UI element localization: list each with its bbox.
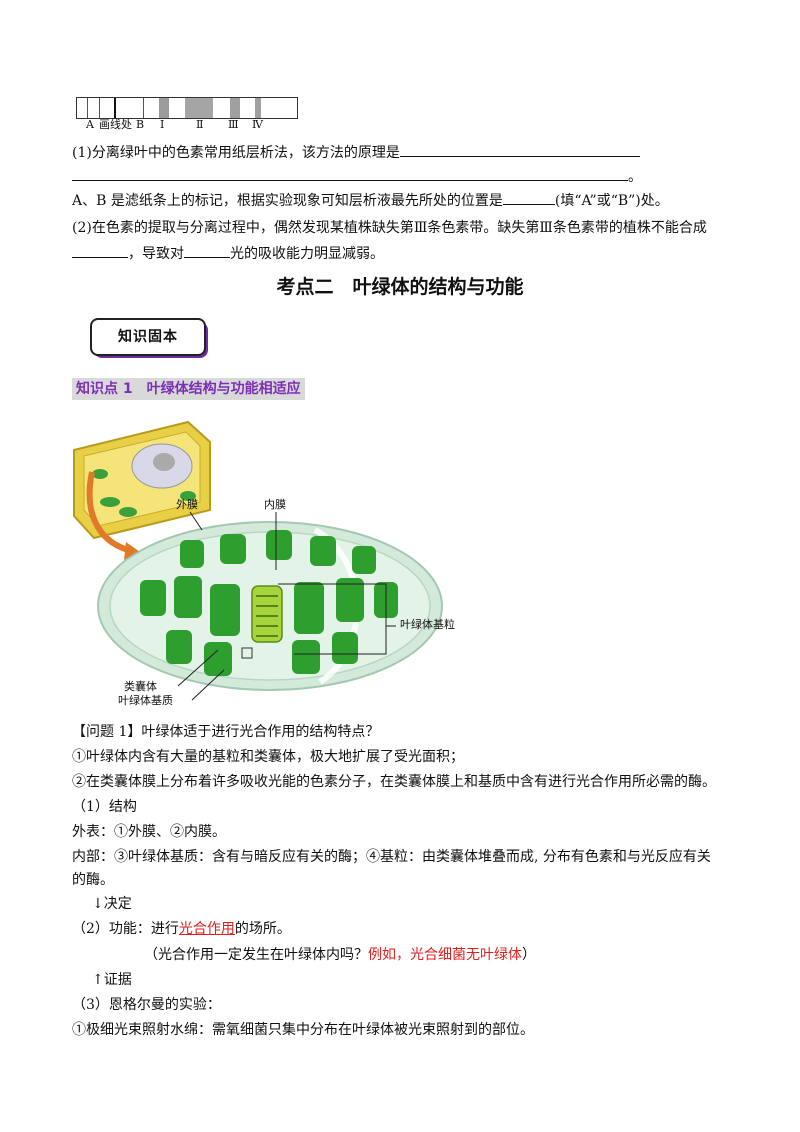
inner-structure-1: 内部：③叶绿体基质：含有与暗反应有关的酶；④基粒：由类囊体堆叠而成, 分布有色素… <box>72 849 711 865</box>
knowledge-point-title: 知识点 1 叶绿体结构与功能相适应 <box>72 378 305 400</box>
q1-line2: 。 <box>72 166 642 187</box>
section-title-wrap: 考点二 叶绿体的结构与功能 <box>0 272 800 299</box>
strip-label-b: B <box>136 118 145 131</box>
strip-label-line: 画线处 <box>99 118 132 131</box>
strip-mark <box>87 98 88 118</box>
label-granum: 叶绿体基粒 <box>400 618 455 631</box>
strip-label-3: Ⅲ <box>228 118 239 131</box>
strip-line <box>114 98 116 118</box>
strip-label-1: Ⅰ <box>160 118 165 131</box>
label-outer-membrane: 外膜 <box>176 498 198 511</box>
evidence-arrow: ↑证据 <box>92 972 132 988</box>
function-line: （2）功能：进行光合作用的场所。 <box>72 921 291 937</box>
grana-stacks <box>140 530 398 676</box>
q1-line1: (1)分离绿叶中的色素常用纸层析法，该方法的原理是 <box>72 142 640 163</box>
section-title: 考点二 叶绿体的结构与功能 <box>276 276 524 298</box>
band-2 <box>185 98 213 118</box>
decide-arrow: ↓决定 <box>92 896 132 912</box>
outer-structure: 外表：①外膜、②内膜。 <box>72 824 226 840</box>
highlight-photosynthesis: 光合作用 <box>178 921 235 937</box>
arrow-icon <box>124 542 140 560</box>
band-1 <box>159 98 169 118</box>
point-1: ①叶绿体内含有大量的基粒和类囊体，极大地扩展了受光面积； <box>72 749 464 765</box>
answer-blank[interactable] <box>184 243 230 258</box>
q1-line3: A、B 是滤纸条上的标记，根据实验现象可知层析液最先所处的位置是(填“A”或“B… <box>72 190 669 211</box>
inner-structure-2: 的酶。 <box>72 872 114 888</box>
answer-blank[interactable] <box>399 142 640 157</box>
note-example: 例如，光合细菌无叶绿体 <box>368 947 522 963</box>
band-4 <box>255 98 261 118</box>
answer-blank[interactable] <box>72 166 628 181</box>
q2-line2: ，导致对光的吸收能力明显减弱。 <box>72 243 384 264</box>
label-inner-membrane: 内膜 <box>264 498 286 511</box>
strip-mark <box>143 98 144 118</box>
q2-line1: (2)在色素的提取与分离过程中，偶然发现某植株缺失第Ⅲ条色素带。缺失第Ⅲ条色素带… <box>72 220 707 236</box>
label-stroma: 叶绿体基质 <box>118 694 173 707</box>
label-thylakoid: 类囊体 <box>124 680 157 693</box>
experiment-1: ①极细光束照射水绵：需氧细菌只集中分布在叶绿体被光束照射到的部位。 <box>72 1022 534 1038</box>
chloroplast-illustration <box>73 420 443 701</box>
question-title: 【问题 1】叶绿体适于进行光合作用的结构特点？ <box>72 724 380 740</box>
note-line: （光合作用一定发生在叶绿体内吗？例如，光合细菌无叶绿体） <box>144 947 536 963</box>
strip-label-2: Ⅱ <box>196 118 204 131</box>
knowledge-badge: 知识固本 <box>90 318 208 358</box>
strip-label-4: Ⅳ <box>252 118 263 131</box>
chloroplast-diagram: 外膜 内膜 叶绿体基粒 类囊体 叶绿体基质 <box>70 410 490 710</box>
subhead-structure: （1）结构 <box>72 799 137 815</box>
strip-mark <box>99 98 100 118</box>
answer-blank[interactable] <box>502 190 555 205</box>
point-2: ②在类囊体膜上分布着许多吸收光能的色素分子，在类囊体膜上和基质中含有进行光合作用… <box>72 774 716 790</box>
paper-strip <box>76 97 298 119</box>
answer-blank[interactable] <box>72 243 128 258</box>
strip-label-a: A <box>86 118 94 131</box>
band-3 <box>230 98 240 118</box>
subhead-experiment: （3）恩格尔曼的实验： <box>72 997 221 1013</box>
